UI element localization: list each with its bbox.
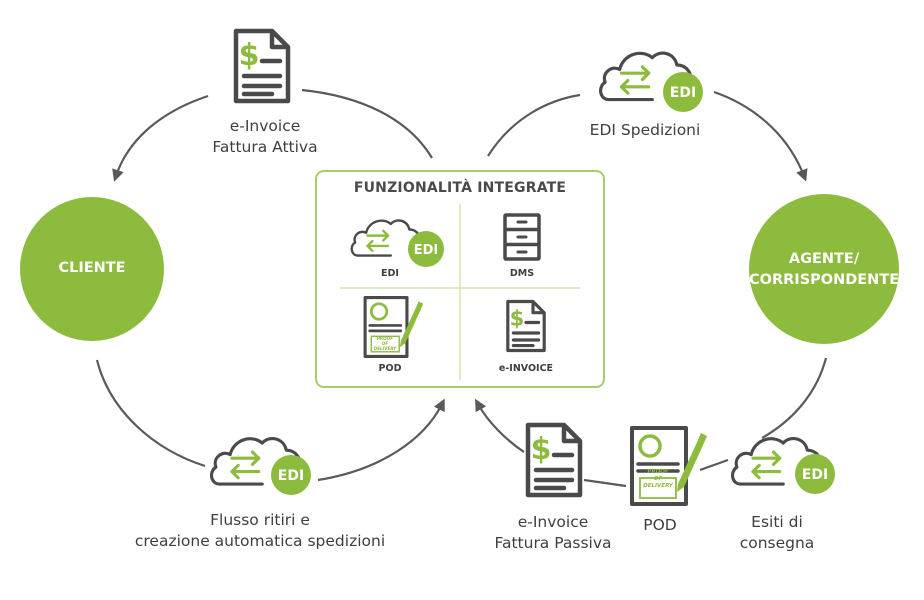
einvoice-attiva-line1: e-Invoice	[229, 117, 301, 135]
flusso-line1: Flusso ritiri e	[210, 511, 310, 529]
server-cabinet-icon	[503, 213, 541, 261]
pod-stamp-line2: OF	[382, 341, 389, 346]
invoice-dollar-icon	[236, 31, 288, 101]
esiti-line1: Esiti di	[751, 513, 803, 531]
arc-flusso-to-center	[317, 398, 445, 482]
agente-label-line2: CORRISPONDENTE	[749, 272, 900, 288]
esiti-label: Esiti di consegna	[722, 512, 832, 554]
pod-stamp-line3: DELIVERY	[374, 346, 398, 351]
pod-stamp-line3: DELIVERY	[643, 483, 674, 489]
einvoice-attiva-label: e-Invoice Fattura Attiva	[190, 116, 340, 158]
edi-cell-label: EDI	[381, 268, 399, 279]
arc-cliente-to-flusso	[95, 359, 206, 468]
pod-stamp-line1: PROOF	[647, 469, 669, 475]
pod-stamp-line1: PROOF	[377, 336, 393, 341]
arc-center-to-edi-spedizioni	[487, 93, 581, 157]
arc-edi-spedizioni-to-agente	[713, 90, 808, 182]
edi-badge	[663, 72, 703, 112]
pod-label: POD	[643, 516, 677, 534]
edi-badge-text: EDI	[278, 468, 304, 484]
edi-badge	[408, 231, 444, 267]
einvoice-passiva-line2: Fattura Passiva	[494, 534, 612, 552]
invoice-dollar-icon	[528, 425, 580, 495]
flow-arcs	[95, 88, 828, 488]
edi-badge-text: EDI	[414, 243, 439, 258]
edi-spedizioni-label: EDI Spedizioni	[589, 121, 701, 139]
einvoice-passiva-label: e-Invoice Fattura Passiva	[478, 512, 628, 554]
edi-badge	[795, 454, 835, 494]
pod-stamp-line2: OF	[654, 476, 663, 482]
edi-badge-text: EDI	[670, 85, 696, 101]
dms-cell-label: DMS	[509, 268, 535, 279]
einvoice-passiva-line1: e-Invoice	[517, 513, 589, 531]
center-box-title: FUNZIONALITÀ INTEGRATE	[353, 180, 567, 196]
flusso-line2: creazione automatica spedizioni	[134, 532, 386, 550]
edi-badge-text: EDI	[802, 467, 828, 483]
flusso-label: Flusso ritiri e creazione automatica spe…	[110, 510, 410, 552]
edi-badge	[271, 455, 311, 495]
invoice-dollar-icon	[506, 299, 546, 353]
arc-center-to-attiva	[301, 88, 433, 159]
arc-attiva-to-cliente	[112, 94, 209, 182]
agente-label-line1: AGENTE/	[788, 251, 860, 267]
agente-node	[749, 194, 899, 344]
arc-esiti-to-pod	[699, 458, 729, 472]
cliente-label: CLIENTE	[58, 260, 126, 276]
proof-of-delivery-icon	[630, 426, 708, 506]
cliente-node	[20, 197, 164, 341]
arc-pod-to-passiva	[583, 478, 627, 488]
arc-agente-to-esiti	[761, 357, 828, 439]
esiti-line2: consegna	[739, 534, 815, 552]
pod-cell-label: POD	[378, 363, 402, 374]
einvoice-attiva-line2: Fattura Attiva	[212, 138, 318, 156]
arc-passiva-to-center	[475, 398, 525, 453]
einvoice-cell-label: e-INVOICE	[498, 363, 554, 374]
